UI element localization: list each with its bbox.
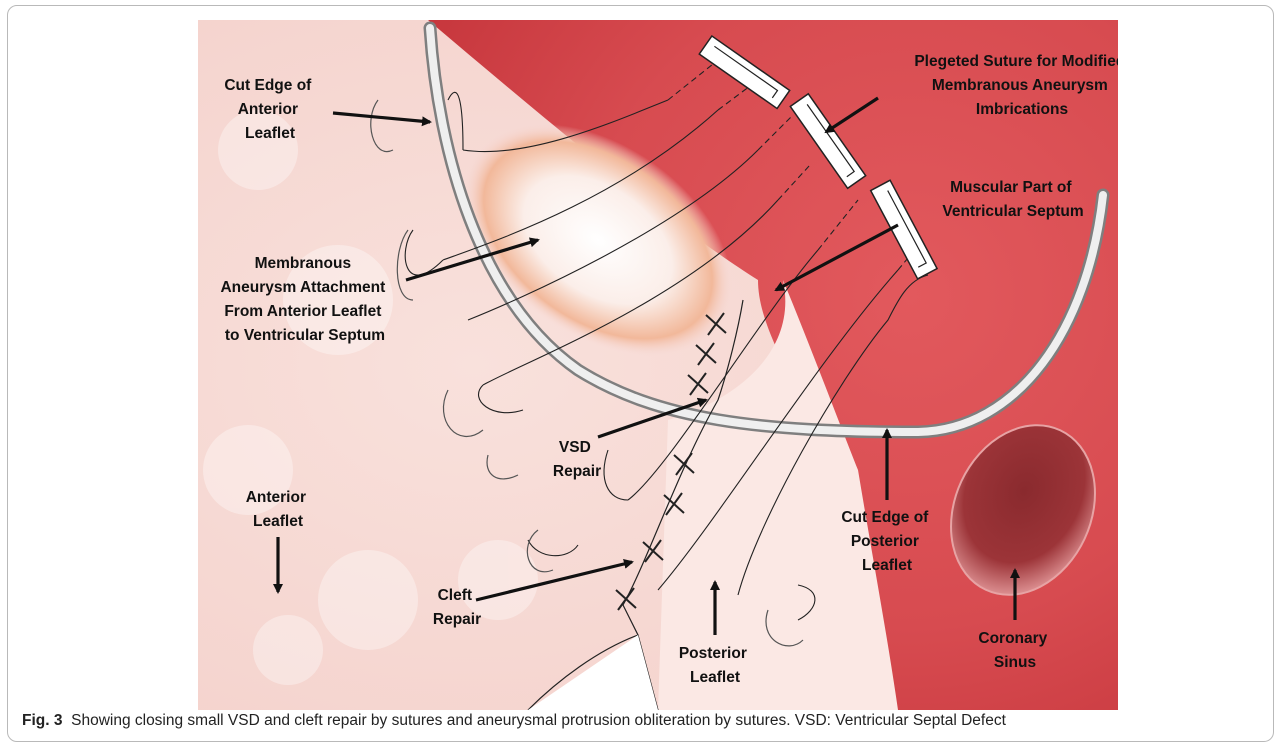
figure-caption: Fig. 3 Showing closing small VSD and cle… [22, 712, 1262, 730]
caption-text: Showing closing small VSD and cleft repa… [71, 712, 1006, 729]
caption-label: Fig. 3 [22, 712, 62, 729]
heart-repair-illustration: Cut Edge of Anterior Leaflet Plegeted Su… [198, 0, 1118, 710]
